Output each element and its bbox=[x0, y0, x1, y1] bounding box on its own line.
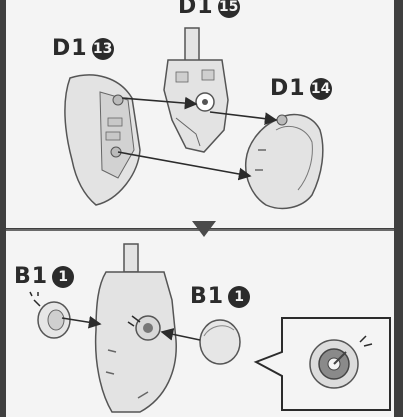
label-number: 14 bbox=[310, 78, 332, 100]
part-d1-15 bbox=[164, 28, 228, 152]
part-d1-13 bbox=[65, 75, 140, 205]
label-part: B1 bbox=[190, 284, 224, 309]
label-part: D1 bbox=[270, 76, 306, 101]
label-number: 1 bbox=[52, 266, 74, 288]
assembled-arm bbox=[96, 244, 177, 412]
part-d1-14 bbox=[246, 115, 323, 209]
label-number: 15 bbox=[218, 0, 240, 18]
label-number: 1 bbox=[228, 286, 250, 308]
label-part: D1 bbox=[52, 36, 88, 61]
detail-callout bbox=[256, 318, 390, 410]
part-b1-1-right bbox=[200, 320, 240, 364]
label-number: 13 bbox=[92, 38, 114, 60]
label-part: B1 bbox=[14, 264, 48, 289]
label-part: D1 bbox=[178, 0, 214, 19]
part-b1-1-left bbox=[30, 292, 70, 338]
next-step-arrow-icon bbox=[192, 221, 216, 237]
